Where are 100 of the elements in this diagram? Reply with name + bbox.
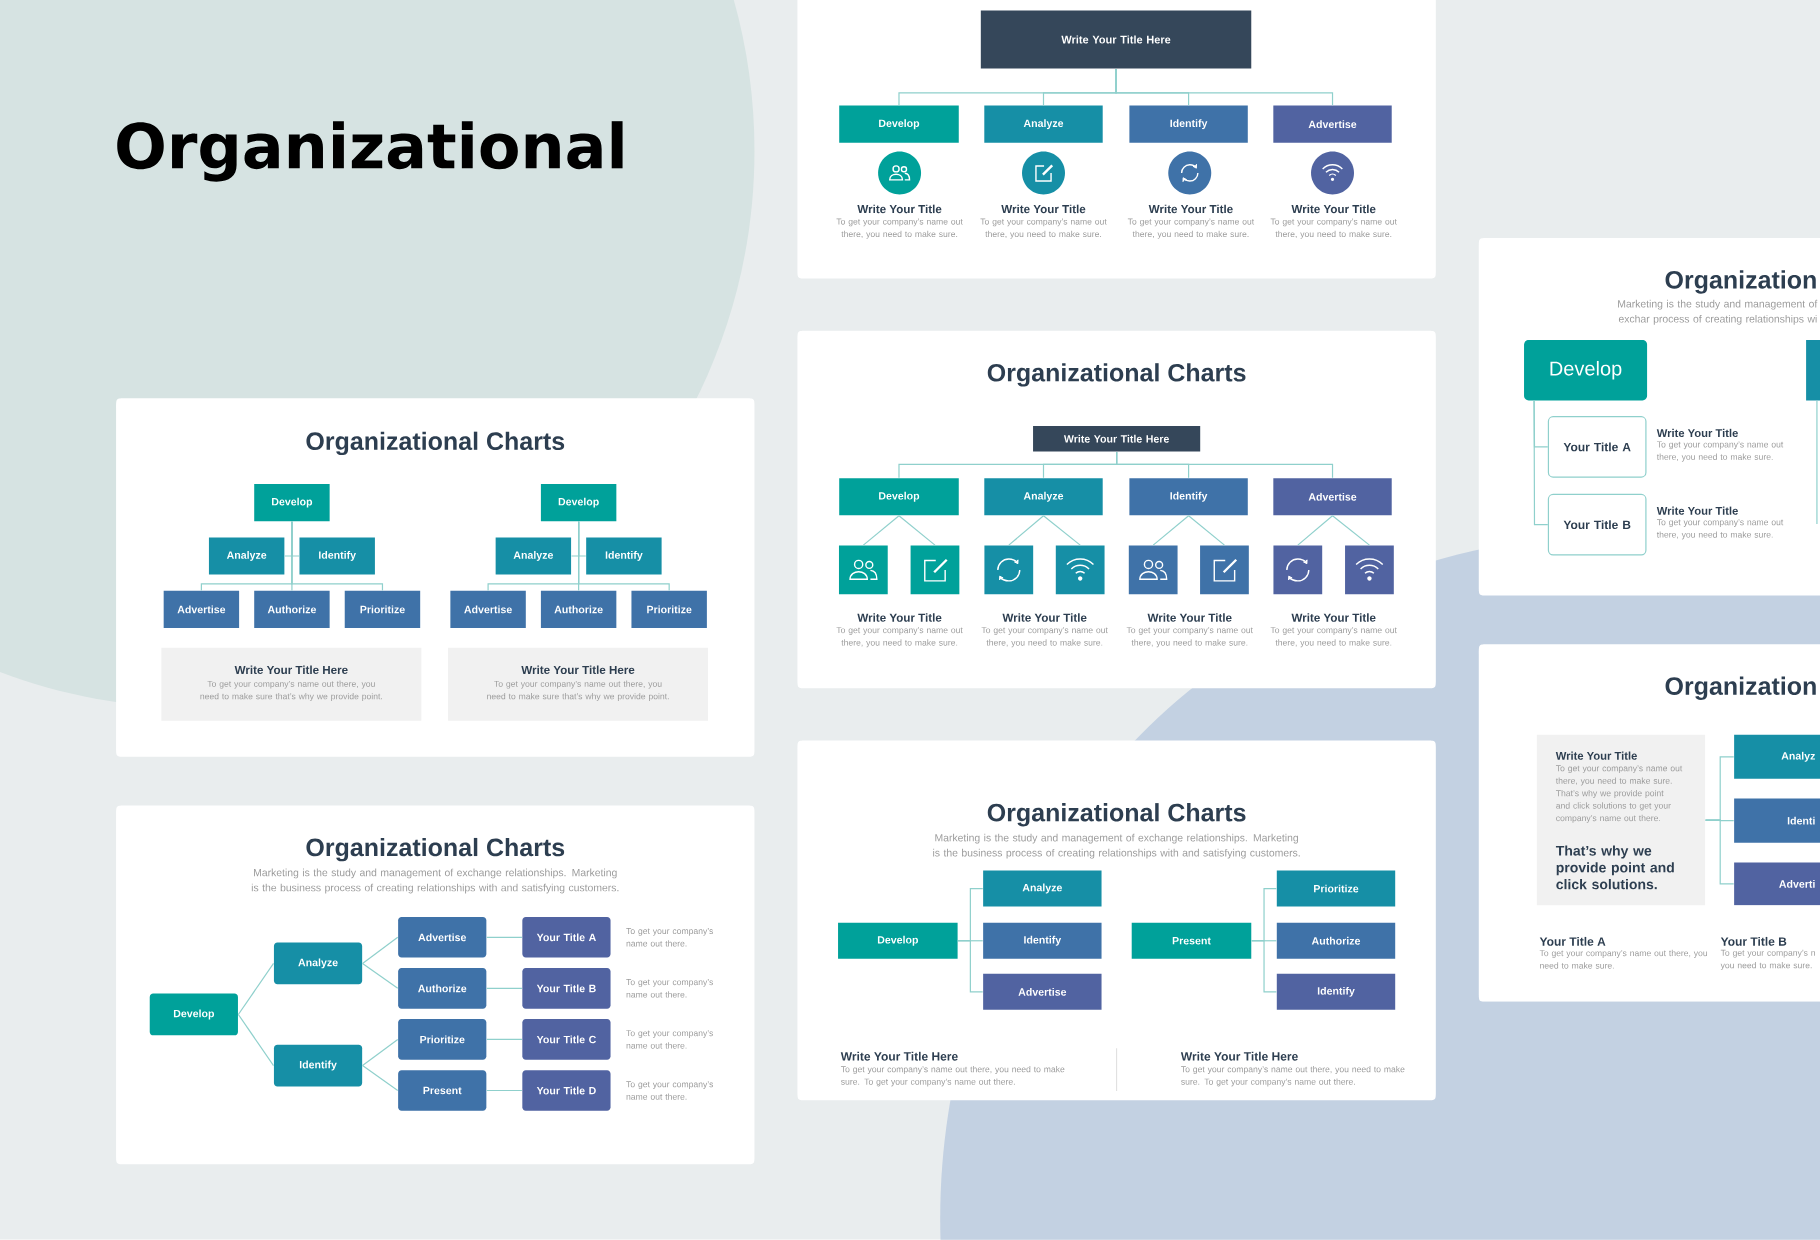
org-box: Analyze bbox=[984, 478, 1103, 516]
connector-line bbox=[361, 963, 399, 990]
body-text: To get your company’s name out there, you need to make sure. To get your company’s name out there. bbox=[1181, 1066, 1405, 1087]
org-box: Advertise bbox=[163, 591, 240, 629]
connector-line bbox=[1115, 68, 1334, 106]
org-box: Identify bbox=[299, 537, 375, 575]
org-box: Identi bbox=[1734, 798, 1820, 843]
org-box: Prioritize bbox=[631, 591, 707, 629]
connector-line bbox=[1042, 515, 1081, 546]
body-text: To get your company’s name out there, you need to make sure. bbox=[981, 627, 1108, 648]
connector-line bbox=[361, 1039, 399, 1067]
connector-line bbox=[237, 1014, 275, 1067]
org-box: Your Title A bbox=[522, 917, 611, 958]
org-box: Authorize bbox=[254, 591, 330, 629]
org-box: Present bbox=[398, 1070, 487, 1111]
connector-line bbox=[291, 521, 384, 592]
org-box: Present bbox=[1131, 922, 1252, 959]
heading: Write Your Title bbox=[1001, 204, 1086, 214]
org-box: Advertise bbox=[983, 974, 1102, 1010]
org-box: Identify bbox=[1276, 974, 1396, 1010]
connector-line bbox=[486, 936, 523, 939]
org-box: Write Your Title Here bbox=[980, 10, 1252, 69]
connector-line bbox=[1008, 515, 1045, 546]
org-box: Identify bbox=[1129, 478, 1248, 516]
body-text: To get your company’s name out there, you need to make sure that’s why we provide point. bbox=[487, 680, 669, 702]
body-text: To get your company’s name out there, you need to make sure. bbox=[1126, 627, 1253, 648]
heading: Write Your Title Here bbox=[840, 1052, 958, 1061]
heading: Write Your Title bbox=[1291, 613, 1376, 622]
org-box: Identify bbox=[586, 537, 662, 575]
heading: Write Your Title Here bbox=[1180, 1052, 1298, 1061]
body-text: To get your company’s name out there, you need to make sure. bbox=[1539, 950, 1708, 969]
slide-title: Organization bbox=[1665, 270, 1816, 294]
org-box: Authorize bbox=[540, 591, 617, 629]
heading: Write Your Title bbox=[1291, 204, 1376, 214]
body-text: To get your company’s n you need to make sure. bbox=[1720, 950, 1815, 971]
org-box: Prioritize bbox=[398, 1019, 487, 1060]
connector-line bbox=[486, 1039, 523, 1041]
connector-line bbox=[862, 515, 900, 546]
connector-line bbox=[361, 936, 399, 965]
org-box: Your Title B bbox=[522, 968, 611, 1009]
body-text: To get your company’s name out there, you need to make sure that’s why we provide point. bbox=[200, 680, 382, 702]
heading: Write Your Title Here bbox=[521, 665, 635, 675]
callout-text: That’s why we provide point and click solutions. bbox=[1555, 845, 1674, 890]
heading: Your Title A bbox=[1539, 937, 1606, 946]
body-text: To get your company’s name out there, you need to make sure. bbox=[1656, 519, 1784, 540]
connector-line bbox=[957, 940, 984, 993]
heading: Write Your Title bbox=[1147, 613, 1232, 622]
body-text: To get your company’s name out there. bbox=[626, 1030, 714, 1049]
org-box: Analyze bbox=[495, 537, 572, 575]
org-box: Develop bbox=[839, 105, 959, 143]
subtitle: Marketing is the study and management of exchange relationships. Marketing is the business process of creating relationships with and satisfying customers. bbox=[933, 833, 1300, 859]
org-box: Analyze bbox=[273, 942, 363, 985]
heading: Your Title B bbox=[1720, 937, 1787, 946]
connector-line bbox=[1116, 451, 1334, 479]
connector-line bbox=[1331, 515, 1371, 546]
body-text: To get your company’s name out there, you need to make sure. To get your company’s name out there. bbox=[840, 1066, 1065, 1087]
heading: Write Your Title bbox=[1002, 613, 1087, 622]
org-box: Analyze bbox=[983, 870, 1102, 907]
body-text: To get your company’s name out there, you need to make sure. bbox=[836, 218, 963, 239]
connector-line bbox=[237, 963, 275, 1016]
connector-line bbox=[1533, 400, 1549, 526]
org-box: Develop bbox=[1524, 340, 1648, 401]
org-box: Develop bbox=[254, 484, 330, 522]
org-box: Identify bbox=[983, 922, 1102, 959]
org-box: Prioritize bbox=[1276, 870, 1396, 907]
connector-line bbox=[1704, 819, 1735, 885]
body-text: To get your company’s name out there. bbox=[626, 928, 714, 947]
body-text: To get your company’s name out there. bbox=[626, 979, 714, 998]
connector-line bbox=[1152, 515, 1190, 546]
body-text: To get your company’s name out there, you need to make sure. bbox=[1270, 627, 1397, 648]
body-text: To get your company’s name out there, you need to make sure. bbox=[980, 218, 1107, 239]
org-box: Your Title A bbox=[1547, 416, 1647, 478]
org-box: Adverti bbox=[1734, 862, 1820, 906]
org-box: Authorize bbox=[1276, 922, 1396, 959]
org-box: Advertise bbox=[1273, 105, 1392, 143]
body-text: To get your company’s name out there, you need to make sure. That’s why we provide point and click solutions to get your company’s name out there. bbox=[1555, 765, 1683, 824]
org-box: Authorize bbox=[398, 968, 487, 1009]
org-box: Identify bbox=[273, 1044, 363, 1087]
slide-title: Organizational Charts bbox=[306, 431, 565, 456]
body-text: To get your company’s name out there, you need to make sure. bbox=[836, 627, 963, 648]
heading: Write Your Title bbox=[1656, 429, 1738, 438]
slide-title: Organizational Charts bbox=[987, 803, 1246, 827]
partial-box bbox=[1806, 340, 1820, 401]
org-box: Develop bbox=[149, 993, 238, 1036]
org-box: Identify bbox=[1129, 105, 1248, 143]
connector-line bbox=[578, 521, 670, 592]
org-box: Develop bbox=[540, 484, 617, 522]
org-box: Prioritize bbox=[344, 591, 421, 629]
heading: Write Your Title bbox=[1148, 204, 1233, 214]
connector-line bbox=[1297, 515, 1334, 546]
heading: Write Your Title bbox=[857, 204, 942, 214]
org-box: Advertise bbox=[450, 591, 526, 629]
body-text: To get your company’s name out there, you need to make sure. bbox=[1270, 218, 1397, 239]
connector-line bbox=[361, 1065, 399, 1092]
heading: Write Your Title bbox=[857, 613, 942, 622]
org-box: Your Title B bbox=[1547, 494, 1647, 556]
org-box: Develop bbox=[838, 922, 958, 959]
connector-line bbox=[486, 987, 523, 990]
heading: Write Your Title bbox=[1656, 506, 1738, 515]
connector-line bbox=[486, 1090, 523, 1092]
